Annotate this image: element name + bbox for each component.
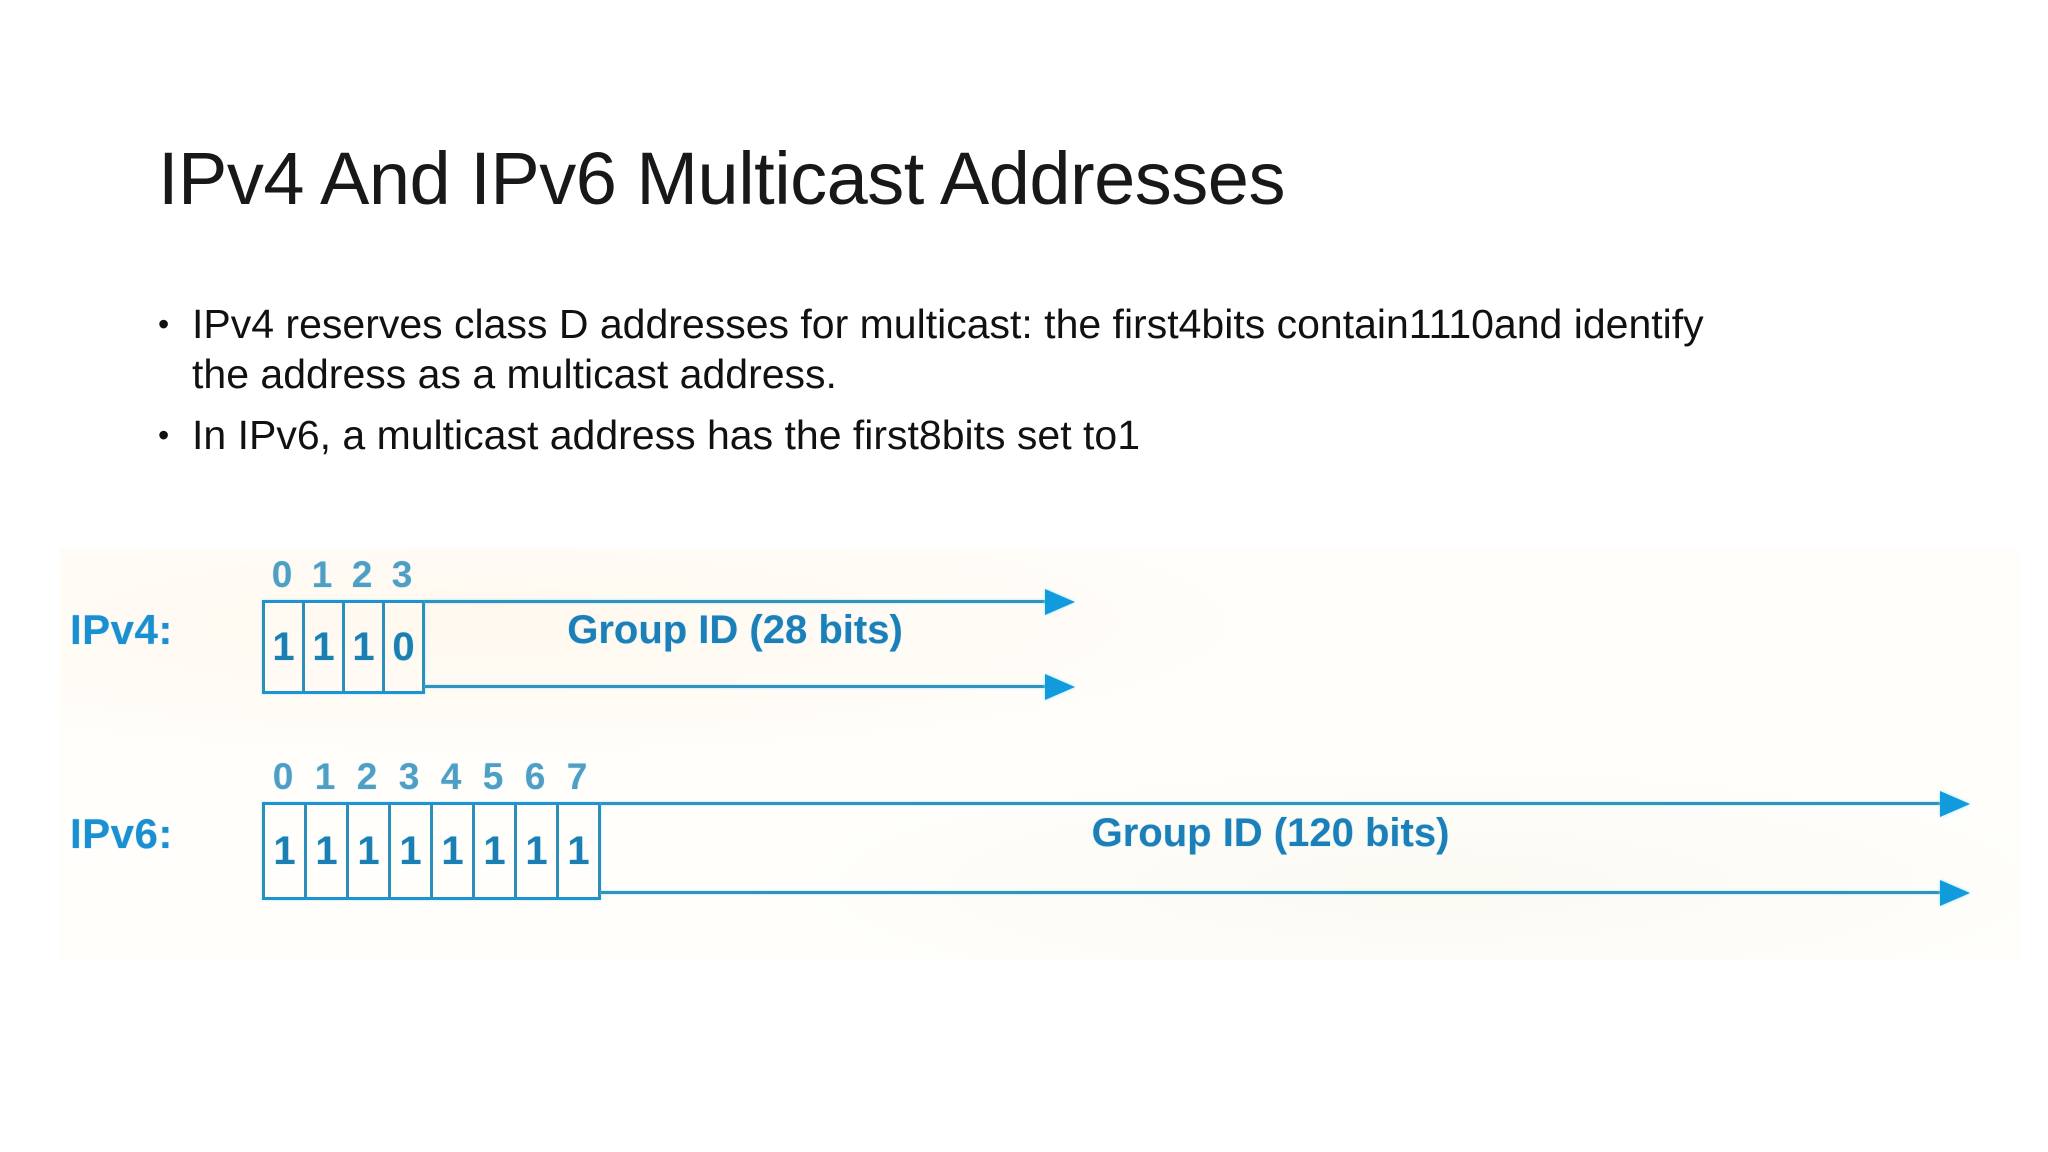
bullet-marker-icon: • bbox=[158, 417, 170, 454]
bit-index-label: 4 bbox=[440, 756, 462, 797]
bit-cell: 1 bbox=[305, 603, 345, 691]
ipv6-group-id-label: Group ID (120 bits) bbox=[1091, 811, 1450, 855]
ipv4-row-label: IPv4: bbox=[70, 606, 173, 653]
ipv4-group-id-label: Group ID (28 bits) bbox=[567, 608, 903, 652]
bit-index-label: 7 bbox=[566, 756, 588, 797]
bit-index-label: 3 bbox=[398, 756, 420, 797]
ipv4-top-arrow-icon bbox=[1045, 589, 1075, 615]
bit-index-label: 6 bbox=[524, 756, 546, 797]
bit-index-label: 1 bbox=[314, 756, 336, 797]
list-item: • In IPv6, a multicast address has the f… bbox=[150, 411, 1770, 461]
bullet-list: • IPv4 reserves class D addresses for mu… bbox=[150, 300, 1770, 473]
bit-cell: 1 bbox=[349, 805, 391, 897]
list-item: • IPv4 reserves class D addresses for mu… bbox=[150, 300, 1770, 399]
bit-cell: 1 bbox=[517, 805, 559, 897]
bit-cell: 0 bbox=[385, 603, 425, 691]
ipv4-bottom-arrow-icon bbox=[1045, 674, 1075, 700]
bit-index-label: 1 bbox=[311, 554, 333, 595]
bit-index-label: 5 bbox=[482, 756, 504, 797]
bit-cell: 1 bbox=[265, 805, 307, 897]
page-title: IPv4 And IPv6 Multicast Addresses bbox=[158, 136, 1285, 220]
ipv6-top-arrow-icon bbox=[1940, 791, 1970, 817]
bit-index-label: 3 bbox=[391, 554, 413, 595]
bullet-text: In IPv6, a multicast address has the fir… bbox=[192, 412, 1141, 459]
bit-index-label: 2 bbox=[351, 554, 373, 595]
ipv6-row-label: IPv6: bbox=[70, 810, 173, 857]
bit-cell: 1 bbox=[433, 805, 475, 897]
ipv6-bottom-arrow-icon bbox=[1940, 880, 1970, 906]
bit-cell: 1 bbox=[475, 805, 517, 897]
ipv4-group-bottom-line bbox=[425, 685, 1045, 688]
bit-cell: 1 bbox=[307, 805, 349, 897]
bit-cell: 1 bbox=[265, 603, 305, 691]
ipv4-group-top-line bbox=[425, 600, 1045, 603]
bit-cell: 1 bbox=[345, 603, 385, 691]
bit-index-label: 0 bbox=[272, 756, 294, 797]
bit-cell: 1 bbox=[559, 805, 601, 897]
bit-index-label: 0 bbox=[271, 554, 293, 595]
ipv6-group-bottom-line bbox=[601, 891, 1940, 894]
ipv6-group-top-line bbox=[601, 802, 1940, 805]
bit-cell: 1 bbox=[391, 805, 433, 897]
bullet-marker-icon: • bbox=[158, 306, 170, 342]
bullet-text: IPv4 reserves class D addresses for mult… bbox=[192, 301, 1704, 397]
bit-index-label: 2 bbox=[356, 756, 378, 797]
